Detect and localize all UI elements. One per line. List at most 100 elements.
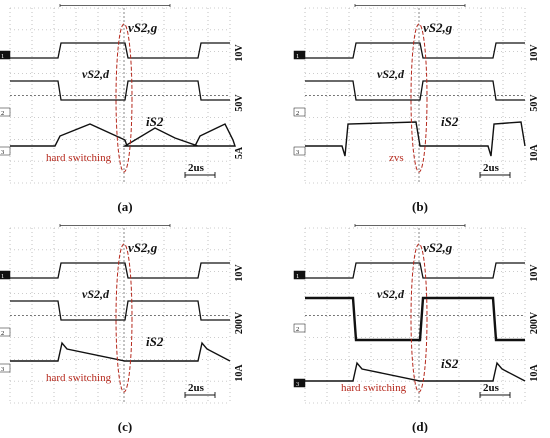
channel-marker-box bbox=[293, 146, 306, 156]
trigger-bracket bbox=[59, 4, 171, 7]
current-label: iS2 bbox=[146, 114, 164, 129]
channel-scale-label: 200V bbox=[234, 311, 245, 334]
channel-marker-number: 1 bbox=[1, 273, 4, 280]
time-scale-label: 2us bbox=[188, 382, 205, 394]
panel-1: 1 2 3 10V 50V 5A vS2,g vS2,d iS2 hard switching 2u… bbox=[0, 4, 245, 214]
channel-scale-label: 10A bbox=[234, 364, 245, 382]
channel-marker-number: 2 bbox=[1, 330, 4, 337]
channel-scale-label: 10V bbox=[529, 264, 540, 282]
channel-marker-box bbox=[0, 327, 11, 337]
switching-ellipse bbox=[410, 23, 428, 173]
trace-is bbox=[10, 341, 231, 362]
switching-annotation: hard switching bbox=[46, 152, 112, 164]
channel-marker-2: 2 bbox=[293, 107, 306, 117]
trace-vgs bbox=[305, 42, 525, 59]
panel-3: 1 2 3 10V 200V 10A vS2,g vS2,d iS2 hard switching… bbox=[0, 224, 245, 434]
channel-marker-1: 1 bbox=[293, 270, 306, 280]
panel-caption: (d) bbox=[412, 419, 428, 433]
panel-2: 1 2 3 10V 50V 10A vS2,g vS2,d iS2 zvs 2us (b) bbox=[293, 4, 540, 214]
channel-marker-number: 1 bbox=[296, 53, 299, 60]
vds-label: vS2,d bbox=[82, 287, 110, 301]
current-label: iS2 bbox=[441, 356, 459, 371]
channel-marker-3: 3 bbox=[293, 146, 306, 156]
vds-label: vS2,d bbox=[377, 287, 405, 301]
time-scale-arrow bbox=[184, 392, 216, 398]
current-label: iS2 bbox=[441, 114, 459, 129]
panel-4: 1 2 3 10V 200V 10A vS2,g vS2,d iS2 hard switching… bbox=[293, 224, 540, 434]
switching-ellipse bbox=[115, 23, 133, 173]
trace-vgs bbox=[10, 42, 230, 59]
channel-marker-box bbox=[0, 107, 11, 117]
channel-marker-box bbox=[293, 270, 306, 280]
channel-scale-label: 10V bbox=[234, 264, 245, 282]
switching-ellipse bbox=[410, 243, 428, 393]
vds-label: vS2,d bbox=[82, 67, 110, 81]
channel-marker-2: 2 bbox=[293, 323, 306, 333]
trace-vds bbox=[305, 296, 525, 342]
channel-marker-2: 2 bbox=[0, 107, 11, 117]
channel-marker-box bbox=[293, 50, 306, 60]
channel-marker-number: 1 bbox=[1, 53, 4, 60]
panel-caption: (a) bbox=[117, 199, 132, 214]
switching-annotation: hard switching bbox=[46, 372, 112, 384]
scope-grid bbox=[9, 7, 231, 184]
time-scale-arrow bbox=[184, 172, 216, 178]
vgs-label: vS2,g bbox=[423, 240, 453, 255]
vgs-label: vS2,g bbox=[423, 20, 453, 35]
channel-marker-box bbox=[0, 50, 11, 60]
vgs-label: vS2,g bbox=[128, 20, 158, 35]
trace-vds bbox=[10, 80, 230, 101]
switching-annotation: zvs bbox=[389, 152, 404, 164]
trace-vds bbox=[10, 300, 230, 321]
trace-vds bbox=[305, 80, 525, 101]
channel-marker-3: 3 bbox=[0, 146, 11, 156]
channel-marker-box bbox=[293, 323, 306, 333]
current-label: iS2 bbox=[146, 334, 164, 349]
trigger-bracket bbox=[354, 4, 466, 7]
time-scale-arrow bbox=[479, 172, 511, 178]
channel-marker-box bbox=[293, 107, 306, 117]
channel-marker-box bbox=[293, 378, 306, 388]
trace-is bbox=[10, 123, 236, 147]
time-scale-label: 2us bbox=[483, 162, 500, 174]
vds-label: vS2,d bbox=[377, 67, 405, 81]
channel-marker-box bbox=[0, 363, 11, 373]
channel-marker-number: 3 bbox=[296, 381, 299, 388]
scope-grid bbox=[9, 227, 231, 404]
channel-marker-number: 3 bbox=[1, 366, 4, 373]
time-scale-label: 2us bbox=[188, 162, 205, 174]
switching-ellipse bbox=[115, 243, 133, 393]
channel-marker-box bbox=[0, 146, 11, 156]
channel-marker-1: 1 bbox=[0, 50, 11, 60]
channel-marker-number: 1 bbox=[296, 273, 299, 280]
channel-scale-label: 50V bbox=[529, 94, 540, 112]
channel-marker-1: 1 bbox=[0, 270, 11, 280]
trigger-bracket bbox=[59, 224, 171, 227]
panel-caption: (b) bbox=[412, 199, 428, 214]
channel-scale-label: 200V bbox=[529, 311, 540, 334]
channel-marker-3: 3 bbox=[293, 378, 306, 388]
channel-marker-number: 2 bbox=[1, 110, 4, 117]
channel-scale-label: 10A bbox=[529, 144, 540, 162]
channel-scale-label: 10V bbox=[234, 44, 245, 62]
scope-grid bbox=[304, 227, 526, 404]
trace-vgs bbox=[10, 262, 230, 279]
channel-marker-2: 2 bbox=[0, 327, 11, 337]
trigger-bracket bbox=[354, 224, 466, 227]
panel-caption: (c) bbox=[118, 419, 132, 433]
channel-scale-label: 10A bbox=[529, 364, 540, 382]
time-scale-label: 2us bbox=[483, 382, 500, 394]
channel-scale-label: 50V bbox=[234, 94, 245, 112]
channel-marker-number: 2 bbox=[296, 110, 299, 117]
channel-scale-label: 10V bbox=[529, 44, 540, 62]
switching-annotation: hard switching bbox=[341, 382, 407, 394]
trace-is bbox=[305, 361, 526, 382]
channel-marker-1: 1 bbox=[293, 50, 306, 60]
trace-is bbox=[305, 121, 526, 157]
vgs-label: vS2,g bbox=[128, 240, 158, 255]
channel-scale-label: 5A bbox=[234, 146, 245, 159]
scope-grid bbox=[304, 7, 526, 184]
trace-vgs bbox=[305, 262, 525, 279]
channel-marker-number: 3 bbox=[1, 149, 4, 156]
